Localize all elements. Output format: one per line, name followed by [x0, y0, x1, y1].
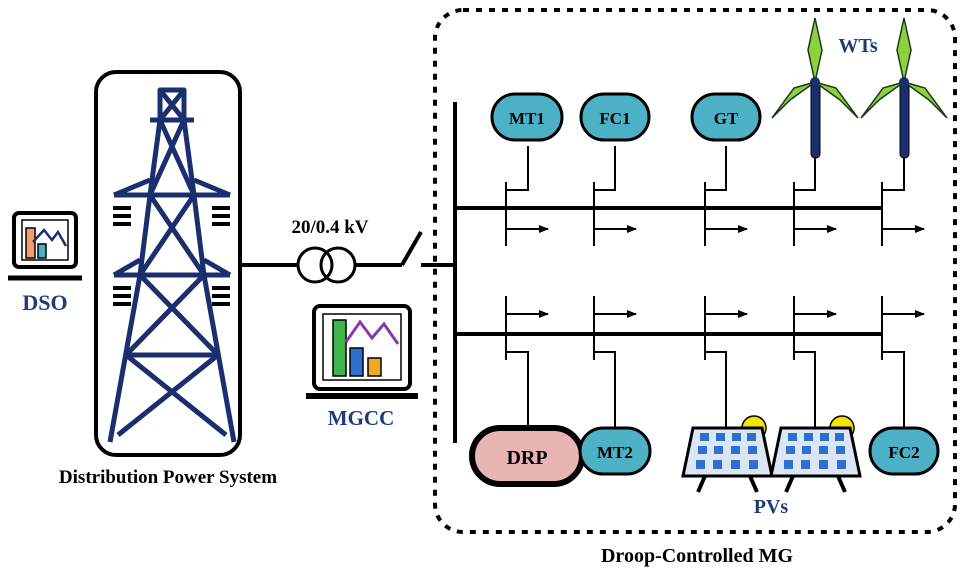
unit-fc2-label: FC2: [888, 443, 919, 462]
unit-gt: GT: [690, 92, 762, 142]
unit-fc1: FC1: [579, 92, 651, 142]
unit-mt2-label: MT2: [597, 443, 633, 462]
unit-fc1-label: FC1: [599, 109, 630, 128]
solar-panel-icon: [681, 415, 774, 493]
unit-drp: DRP: [469, 425, 585, 487]
breaker-switch-icon: [400, 231, 423, 266]
wind-turbine-icon: [860, 17, 948, 159]
mgcc-monitor-icon: [306, 304, 418, 399]
lower-taps: [505, 296, 925, 428]
unit-fc2: FC2: [868, 426, 940, 476]
unit-mt2: MT2: [578, 426, 652, 476]
pvs-label: PVs: [754, 496, 789, 518]
unit-mt1: MT1: [490, 92, 564, 142]
mg-label: Droop-Controlled MG: [601, 545, 793, 567]
solar-panel-icon: [769, 415, 862, 493]
transmission-tower-icon: [107, 87, 237, 443]
transformer-label: 20/0.4 kV: [291, 217, 368, 238]
microgrid-boundary: [433, 8, 957, 534]
unit-gt-label: GT: [714, 109, 739, 128]
unit-drp-label: DRP: [506, 447, 547, 469]
dso-monitor-icon: [8, 211, 82, 281]
insulator-marks: [113, 206, 230, 306]
transformer-icon: [296, 246, 357, 284]
unit-mt1-label: MT1: [509, 109, 545, 128]
wind-turbine-icon: [771, 17, 859, 159]
upper-taps: [505, 146, 925, 246]
wts-label: WTs: [838, 35, 878, 57]
distribution-label: Distribution Power System: [59, 467, 277, 488]
bus-lines: [453, 102, 882, 443]
mgcc-label: MGCC: [328, 406, 395, 430]
dso-label: DSO: [22, 290, 67, 315]
